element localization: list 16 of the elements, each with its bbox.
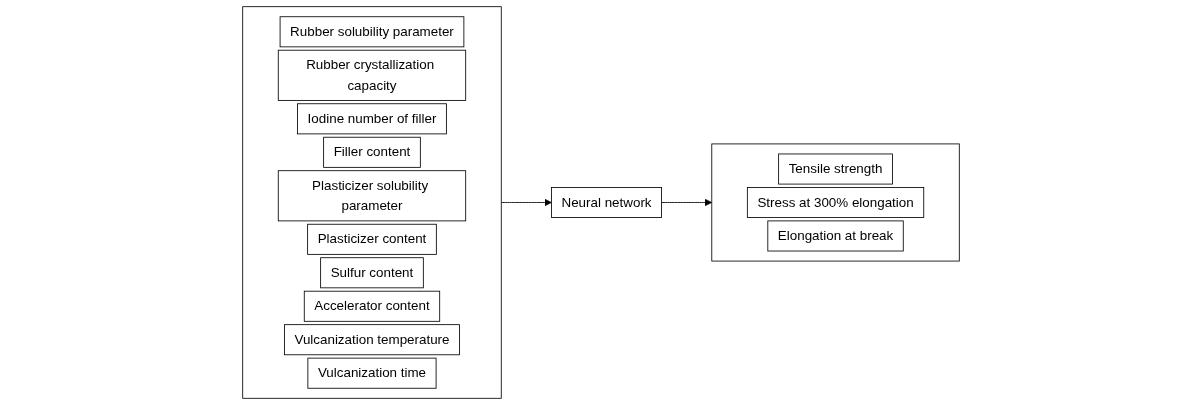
cluster [710, 143, 960, 262]
node-box: Elongation at break [766, 220, 904, 252]
node-box: Stress at 300% elongation [746, 187, 924, 218]
node-box: Neural network [550, 187, 662, 218]
node-box: Sulfur content [319, 257, 424, 289]
node-box: Filler content [322, 136, 421, 168]
node-box: Accelerator content [303, 290, 440, 322]
node-box: Tensile strength [777, 153, 893, 185]
cluster [241, 6, 502, 399]
node-box: Rubber solubility parameter [279, 16, 464, 48]
node-box: Vulcanization temperature [283, 324, 460, 356]
node-box: Vulcanization time [306, 357, 437, 389]
node-box: Rubber crystallization capacity [277, 49, 466, 101]
node-box: Plasticizer content [306, 223, 437, 255]
node-box: Iodine number of filler [296, 103, 447, 135]
node-box: Plasticizer solubility parameter [277, 170, 466, 222]
